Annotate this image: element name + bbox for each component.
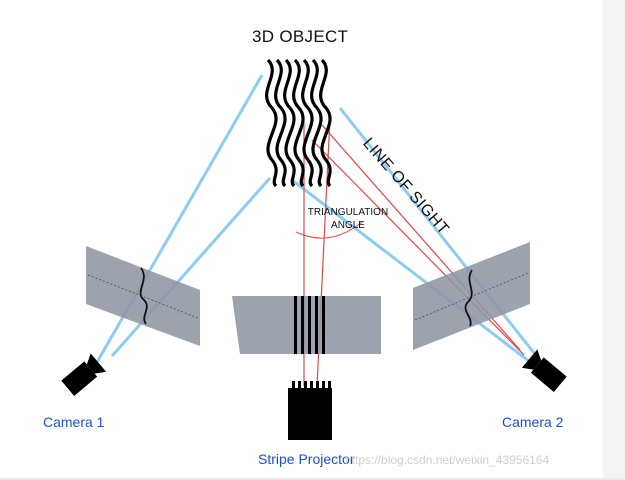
camera1-image-plane xyxy=(86,246,200,346)
camera2-label: Camera 2 xyxy=(502,414,564,430)
object-stripe xyxy=(319,58,332,188)
camera1-sight-line-lower xyxy=(110,177,272,357)
frame-right-edge xyxy=(603,0,625,480)
3d-object-stripes xyxy=(265,58,332,188)
projector-pattern-plane xyxy=(232,296,381,354)
object-stripe xyxy=(274,58,287,188)
object-stripe xyxy=(292,58,305,188)
triangulation-angle-label: TRIANGULATION ANGLE xyxy=(300,206,396,232)
camera2-sight-line-lower xyxy=(291,178,531,364)
projector-label: Stripe Projector xyxy=(258,451,355,467)
object-stripe xyxy=(301,58,314,188)
triangulation-label-line2: ANGLE xyxy=(331,220,365,231)
object-stripe xyxy=(310,58,323,188)
projector-icon xyxy=(288,381,332,440)
camera2-icon xyxy=(521,349,567,392)
watermark: https://blog.csdn.net/weixin_43956164 xyxy=(345,453,550,467)
camera2-sight-line-upper xyxy=(338,107,540,359)
camera1-icon xyxy=(61,353,107,396)
projected-stripes xyxy=(294,296,325,354)
camera2-stripe-image xyxy=(464,269,473,327)
camera1-stripe-image xyxy=(139,267,148,325)
diagram-title: 3D OBJECT xyxy=(252,27,349,46)
triangulation-label-line1: TRIANGULATION xyxy=(307,207,389,218)
triangulation-angle-arc xyxy=(295,221,363,239)
camera1-label: Camera 1 xyxy=(43,414,105,430)
frame-bottom-edge xyxy=(0,478,625,480)
object-stripe xyxy=(283,58,296,188)
object-stripe xyxy=(265,58,278,188)
